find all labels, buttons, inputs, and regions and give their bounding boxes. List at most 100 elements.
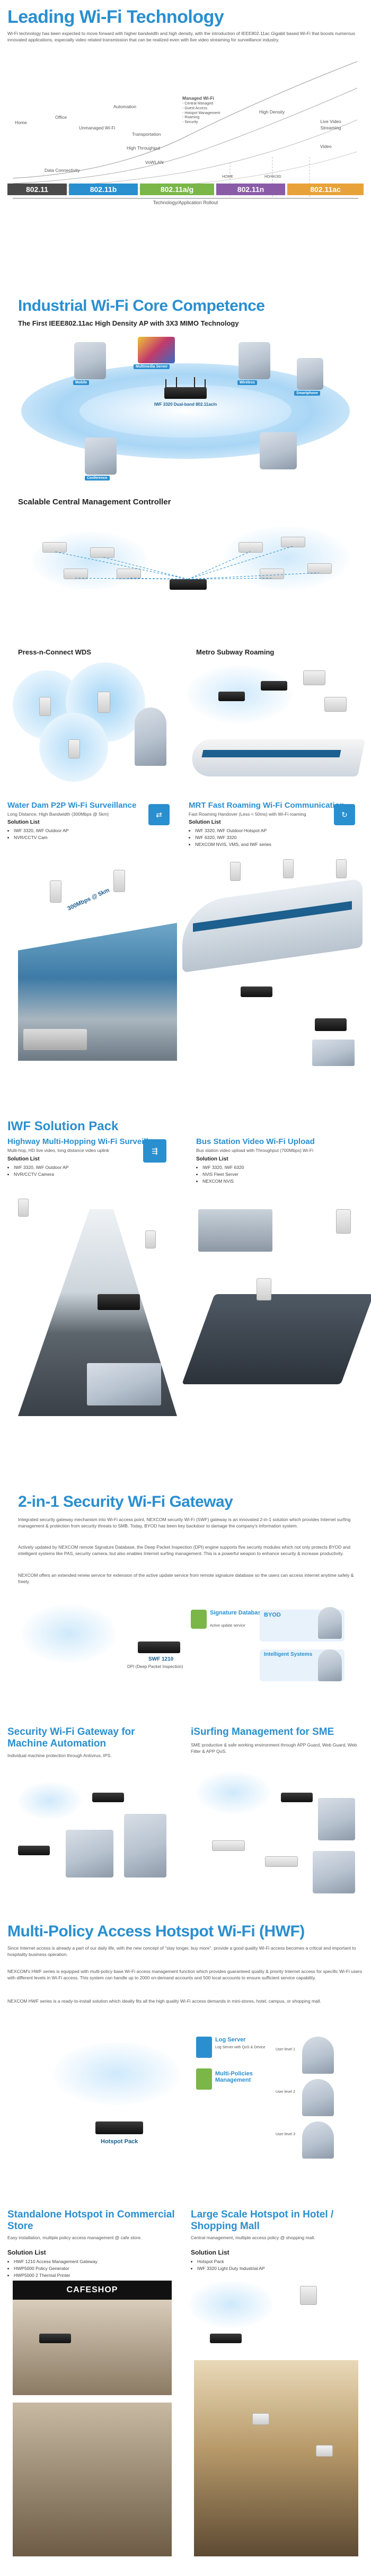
water-dam-item-1: IWF 3320, IWF Outdoor AP — [14, 827, 146, 834]
dam-train-photo-area: 300Mbps @ 5km — [7, 859, 364, 1071]
user-level-2-photo — [302, 2079, 334, 2116]
mrt-item-3: NEXCOM NViS, VMS, and IWF series — [195, 841, 328, 848]
machine-gateway-2 — [18, 1846, 50, 1855]
signature-db-sub: Active update service — [210, 1624, 245, 1628]
multi-hop-icon: ⇶ — [143, 1139, 166, 1163]
cafe-gateway — [39, 2334, 71, 2343]
wds-ap-1 — [39, 697, 51, 716]
mrt-solution-title: Solution List — [189, 819, 221, 825]
chart-label-live-video: Live Video Streaming — [320, 119, 341, 130]
intelligent-label: Intelligent Systems — [264, 1652, 313, 1657]
water-dam-solution-list: IWF 3320, IWF Outdoor AP NVR/CCTV Cam — [7, 827, 146, 841]
machine-automation-title: Security Wi-Fi Gateway for Machine Autom… — [7, 1726, 135, 1749]
mall-ap-1 — [300, 2286, 317, 2305]
standalone-solution-list: HWF 1210 Access Management Gateway HWP50… — [7, 2258, 173, 2278]
chart-label-high-throughput: High Throughput — [127, 145, 161, 151]
hotspot-pack-label: Hotspot Pack — [101, 2138, 138, 2145]
bus-depot-ap — [257, 1278, 271, 1300]
isurfing-cloud — [196, 1771, 270, 1814]
mrt-item-1: IWF 3320, IWF Outdoor Hotspot AP — [195, 827, 328, 834]
ap-7 — [307, 563, 332, 574]
standalone-title: Standalone Hotspot in Commercial Store — [7, 2209, 175, 2232]
antenna-4 — [205, 379, 206, 388]
chart-label-transportation: Transportation — [132, 132, 161, 137]
bullet-roaming: - Roaming — [182, 116, 200, 120]
bus-ap — [336, 1209, 351, 1234]
cafe-photo-area: CAFESHOP — [7, 2281, 182, 2567]
conference-user-photo-2 — [260, 432, 297, 469]
wds-ap-2 — [98, 692, 110, 713]
mall-photo-area — [189, 2275, 364, 2567]
ap-5 — [238, 542, 263, 553]
section-title-core-competence: Industrial Wi-Fi Core Competence — [18, 297, 265, 315]
highway-title: Highway Multi-Hopping Wi-Fi Surveillance — [7, 1137, 166, 1146]
large-scale-title: Large Scale Hotspot in Hotel / Shopping … — [191, 2209, 334, 2232]
highway-monitor-wall — [87, 1363, 161, 1405]
isurfing-gateway — [281, 1793, 313, 1802]
cafe-counter-photo — [13, 2300, 172, 2395]
mrt-desc: Fast Roaming Handover (Less < 50ms) with… — [189, 811, 306, 817]
chart-label-high-density: High Density — [259, 109, 285, 115]
cafe-seating-photo — [13, 2403, 172, 2556]
bus-station-desc: Bus station video upload with Throughput… — [196, 1148, 313, 1153]
mall-ap-2 — [252, 2413, 269, 2425]
controller-diagram — [11, 510, 360, 616]
machine-automation-diagram — [7, 1761, 177, 1899]
wds-diagram — [7, 660, 177, 787]
subway-title: Metro Subway Roaming — [196, 648, 275, 656]
internet-cloud — [21, 1604, 117, 1663]
chart-label-automation: Automation — [113, 104, 136, 109]
user-level-1-label: User level 1 — [276, 2048, 295, 2051]
gateway-diagram: Signature Database Active update service… — [11, 1599, 360, 1689]
standalone-solution-title: Solution List — [7, 2249, 46, 2256]
standalone-item-3: HWP5000 2 Thermal Printer — [14, 2272, 173, 2279]
highway-bus-photo-area — [7, 1188, 371, 1421]
mrt-title: MRT Fast Roaming Wi-Fi Communication — [189, 801, 345, 810]
highway-solution-title: Solution List — [7, 1156, 40, 1162]
bus-station-solution-list: IWF 3320, IWF 6320 NViS Fleet Server NEX… — [196, 1164, 335, 1184]
standalone-item-1: HWF 1210 Access Management Gateway — [14, 2258, 173, 2265]
subway-ap-1 — [303, 670, 325, 685]
bus-item-3: NEXCOM NViS — [202, 1178, 335, 1185]
section-title-leading-wifi: Leading Wi-Fi Technology — [7, 7, 224, 27]
subway-train-stripe — [201, 750, 341, 757]
large-scale-desc: Central management, multiple access poli… — [191, 2235, 315, 2240]
mrt-ap-3 — [336, 859, 347, 878]
hotspot-cloud — [53, 2042, 180, 2106]
tech-bar-80211n: 802.11n — [216, 184, 285, 195]
isurfing-ap-1 — [212, 1840, 245, 1851]
isurfing-user-2 — [313, 1851, 355, 1893]
central-controller-device — [170, 579, 207, 590]
era-label-home: HOME — [222, 175, 233, 179]
tech-bar-80211b: 802.11b — [69, 184, 138, 195]
intelligent-user-photo — [318, 1649, 342, 1681]
swf1210-sub: DPI (Deep Packet Inspection) — [127, 1664, 183, 1669]
large-scale-solution-list: Hotspot Pack IWF 3320 Light Duty Industr… — [191, 2258, 356, 2272]
highway-solution-list: IWF 3320, IWF Outdoor AP NVR/CCTV Camera — [7, 1164, 146, 1178]
era-label-hd: HD/4K/3D — [264, 175, 281, 179]
mall-gateway — [210, 2334, 242, 2343]
managed-wifi-bullets: - Central Managed - Guest Access - Hotsp… — [182, 102, 220, 125]
hotspot-paragraph-2: NEXCOM's HWF series is equipped with mul… — [7, 1969, 363, 1980]
gateway-paragraph-1: Integrated security gateway mechanism in… — [18, 1517, 351, 1529]
controller-links — [54, 546, 320, 580]
leading-wifi-intro: Wi-Fi technology has been expected to mo… — [7, 31, 355, 42]
wireless-user-photo — [238, 342, 270, 379]
bullet-central: - Central Managed — [182, 102, 213, 106]
ap-6 — [281, 537, 305, 547]
user-level-2-label: User level 2 — [276, 2090, 295, 2094]
bullet-hotspot: - Hotspot Management — [182, 111, 220, 115]
mrt-item-2: IWF 6320, IWF 3320 — [195, 834, 328, 841]
antenna-3 — [194, 377, 195, 388]
multimedia-screen — [138, 337, 175, 363]
mrt-solution-list: IWF 3320, IWF Outdoor Hotspot AP IWF 632… — [189, 827, 328, 848]
chart-label-video: Video — [320, 144, 332, 149]
highway-ap-1 — [18, 1199, 29, 1217]
machine-gateway-1 — [92, 1793, 124, 1802]
bus-depot-building — [182, 1294, 371, 1384]
mall-ap-3 — [316, 2445, 333, 2457]
user-level-3-label: User level 3 — [276, 2133, 295, 2136]
mrt-ap-1 — [230, 862, 241, 881]
controller-title: Scalable Central Management Controller — [18, 497, 171, 507]
